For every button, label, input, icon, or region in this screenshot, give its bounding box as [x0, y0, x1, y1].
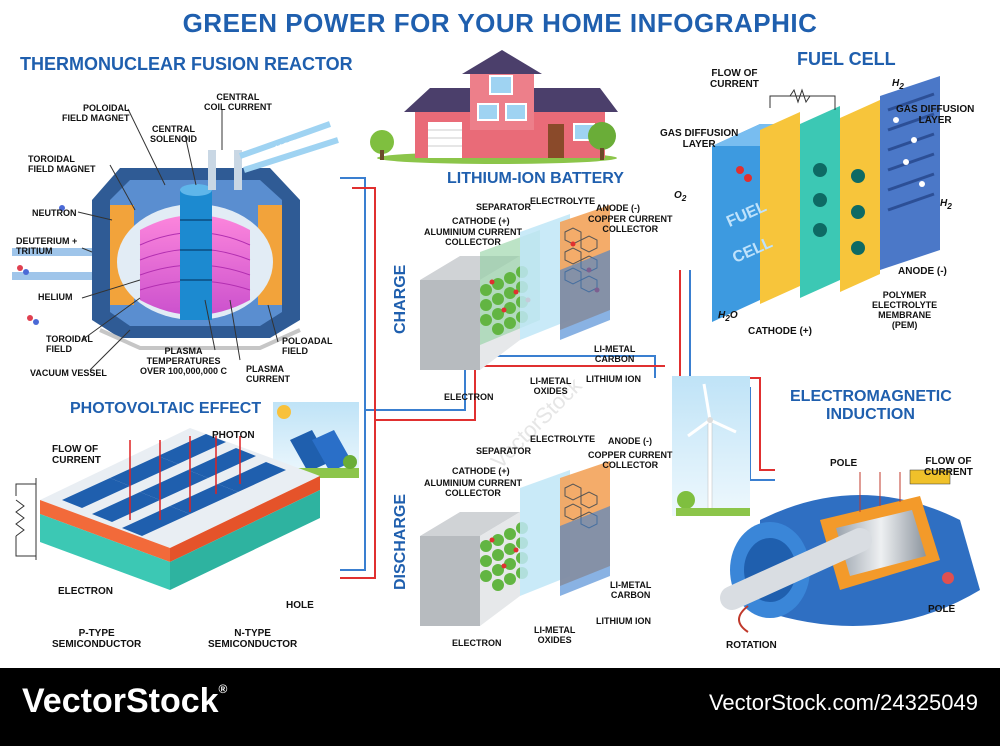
label-h2-top: H2	[892, 78, 904, 91]
photovoltaic-heading: PHOTOVOLTAIC EFFECT	[70, 400, 262, 417]
induction-generator	[720, 469, 980, 633]
house-illustration	[370, 50, 618, 164]
fuel-cell-diagram	[712, 76, 940, 322]
brand-logo: VectorStock®	[22, 682, 228, 720]
footer-bar: VectorStock® VectorStock.com/24325049	[0, 668, 1000, 746]
label-hole: HOLE	[286, 600, 314, 611]
label-separator: SEPARATOR	[476, 202, 532, 212]
fuel-cell-heading: FUEL CELL	[797, 49, 896, 69]
label-electrolyte-2: ELECTROLYTE	[530, 434, 596, 444]
label-anode-2: ANODE (-)	[608, 436, 652, 446]
label-cathode-2: CATHODE (+)	[452, 466, 510, 476]
label-electrolyte: ELECTROLYTE	[530, 196, 596, 206]
label-anode: ANODE (-)	[596, 203, 640, 213]
label-vacuum-vessel: VACUUM VESSEL	[30, 368, 107, 378]
label-neutron: NEUTRON	[32, 208, 77, 218]
label-pole-bottom: POLE	[928, 604, 956, 615]
label-discharge: DISCHARGE	[392, 493, 409, 590]
fusion-heading: THERMONUCLEAR FUSION REACTOR	[20, 54, 353, 74]
label-pole-top: POLE	[830, 458, 858, 469]
label-photon: PHOTON	[212, 430, 255, 441]
infographic-drawing: VectorStock	[12, 50, 980, 633]
label-lithium-ion: LITHIUM ION	[586, 374, 641, 384]
label-h2-right: H2	[940, 198, 952, 211]
label-electron-2: ELECTRON	[452, 638, 502, 648]
footer-url: VectorStock.com/24325049	[708, 690, 978, 715]
label-rotation: ROTATION	[726, 640, 777, 651]
label-cathode: CATHODE (+)	[452, 216, 510, 226]
label-pv-electron: ELECTRON	[58, 586, 113, 597]
label-charge: CHARGE	[392, 264, 409, 334]
label-o2: O2	[674, 190, 687, 203]
label-deuterium: DEUTERIUM +TRITIUM	[16, 236, 78, 256]
label-fuel-cathode: CATHODE (+)	[748, 326, 812, 337]
induction-heading-line1: ELECTROMAGNETIC	[790, 388, 952, 405]
induction-heading-line2: INDUCTION	[826, 406, 915, 423]
battery-discharge	[420, 461, 610, 626]
label-separator-2: SEPARATOR	[476, 446, 532, 456]
page-title: GREEN POWER FOR YOUR HOME INFOGRAPHIC	[182, 8, 818, 38]
label-electron: ELECTRON	[444, 392, 494, 402]
label-h2o: H2O	[718, 310, 738, 323]
battery-charge	[420, 205, 610, 370]
solar-panel-illustration	[273, 402, 359, 478]
label-fuel-anode: ANODE (-)	[898, 266, 947, 277]
battery-heading: LITHIUM-ION BATTERY	[447, 170, 624, 187]
fusion-reactor	[12, 108, 339, 371]
label-lithium-ion-2: LITHIUM ION	[596, 616, 651, 626]
photovoltaic-cell	[15, 428, 320, 590]
label-helium: HELIUM	[38, 292, 73, 302]
wind-turbine-illustration	[672, 376, 750, 516]
